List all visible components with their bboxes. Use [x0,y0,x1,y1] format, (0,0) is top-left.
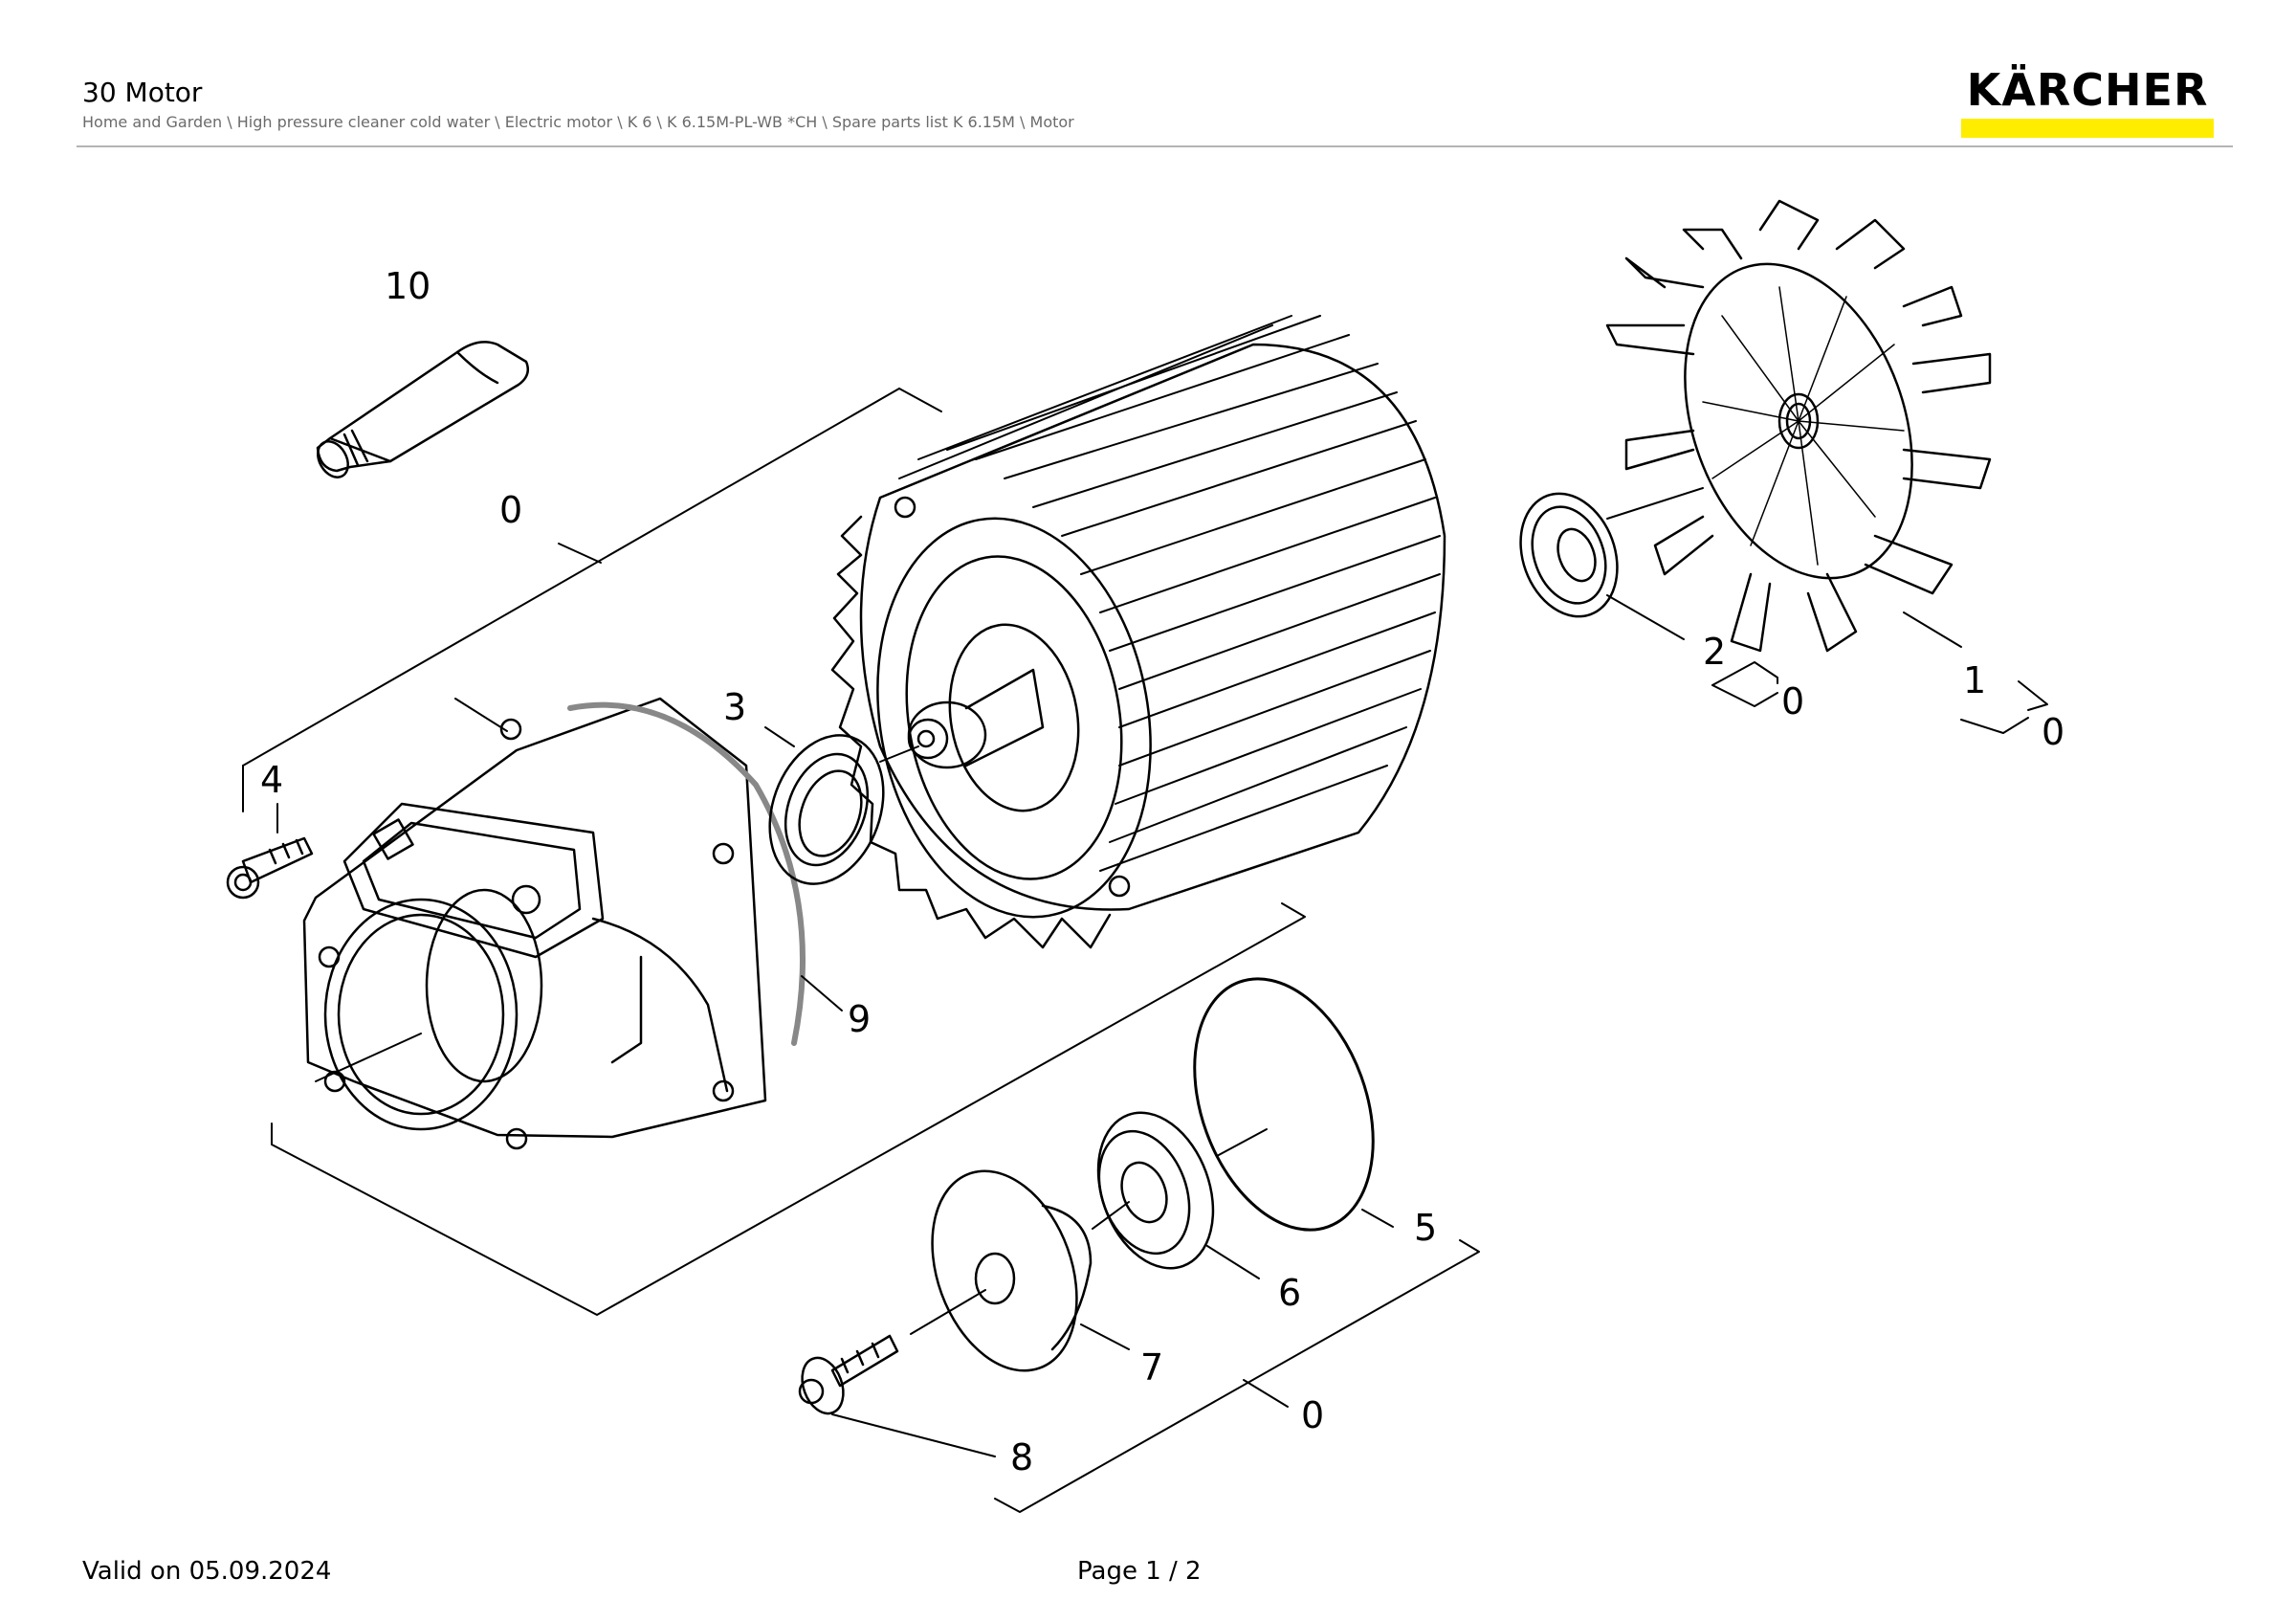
o-ring-part-5-drawing [1193,977,1394,1232]
part-label-3: 3 [723,686,746,728]
brand-yellow-bar [1961,119,2214,138]
group-bracket-right [1711,661,2048,734]
shaft-seal-part-3-drawing [764,726,919,885]
page-title: 30 Motor [82,77,203,108]
part-label-1: 1 [1963,659,1986,701]
ball-bearing-part-2-drawing [1519,487,1704,640]
part-label-0-bottom: 0 [1301,1394,1324,1436]
part-label-8: 8 [1010,1436,1033,1478]
motor-flange-drawing [302,697,767,1150]
header-divider [77,145,2233,147]
fan-wheel-part-1-drawing [1605,199,1992,653]
part-label-2: 2 [1703,631,1726,673]
bearing-cover-part-7-drawing [931,1169,1130,1372]
part-label-5: 5 [1414,1207,1437,1249]
motor-stator-drawing [830,315,1446,949]
leader-line-9 [801,975,843,1012]
part-label-0-top: 0 [499,489,522,531]
breadcrumb: Home and Garden \ High pressure cleaner … [82,113,1074,131]
part-label-4: 4 [260,759,283,801]
group-bracket-top [242,388,942,812]
o-ring-part-9-drawing [567,701,806,1046]
part-label-2-group: 0 [1781,680,1804,723]
part-label-7: 7 [1140,1346,1163,1389]
part-label-9: 9 [848,998,871,1040]
page-number: Page 1 / 2 [1077,1557,1202,1586]
part-label-6: 6 [1278,1272,1301,1314]
valid-date: Valid on 05.09.2024 [82,1557,332,1586]
grease-tube-drawing [316,341,529,478]
part-label-1-group: 0 [2042,711,2064,753]
brand-wordmark: KÄRCHER [1966,64,2209,116]
part-label-10: 10 [385,265,430,307]
screw-part-4-drawing [226,803,314,900]
screw-part-8-drawing [798,1289,996,1457]
brand-logo: KÄRCHER [1961,63,2214,138]
ball-bearing-part-6-drawing [1092,1111,1260,1279]
group-bracket-bearing [994,1239,1480,1513]
group-bracket-flange [271,902,1306,1316]
